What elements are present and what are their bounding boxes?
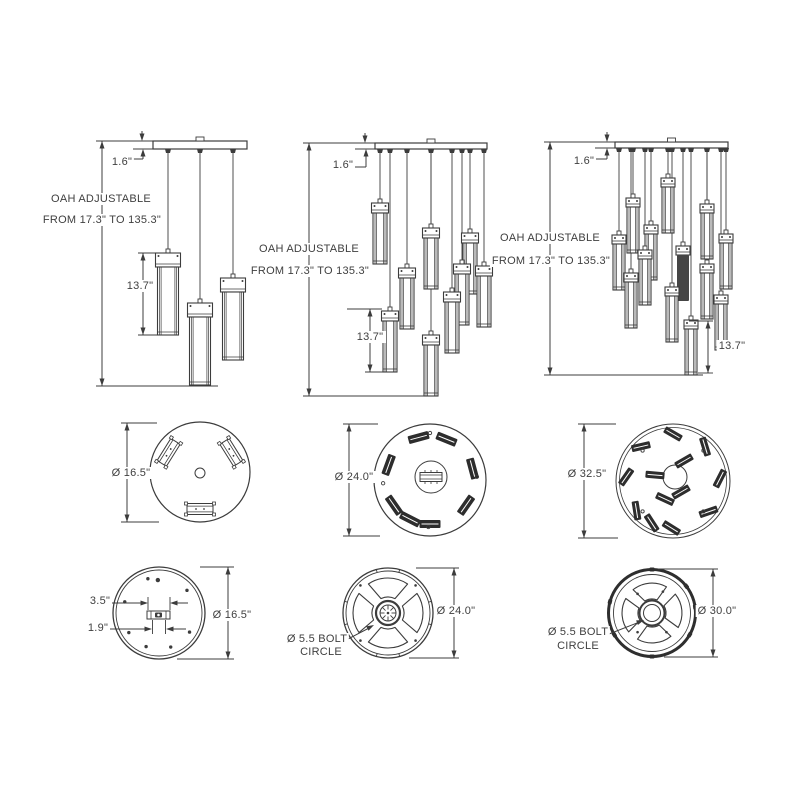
bottom-view-diameter-label-1: Ø 16.5" — [210, 609, 254, 621]
pendant-height-dim-label-1: 13.7" — [124, 280, 156, 292]
bolt-circle-label-line1-2: Ø 5.5 BOLT — [284, 633, 350, 645]
bottom-view-24-0 — [342, 567, 459, 659]
oah-label-line2-2: FROM 17.3" TO 135.3" — [248, 265, 372, 277]
top-view-diameter-label-2: Ø 24.0" — [332, 471, 376, 483]
top-view-32-5 — [578, 423, 731, 539]
top-view-24-0 — [343, 423, 487, 537]
slot-inner-width-dim-label: 1.9" — [85, 622, 111, 634]
oah-label-line1-3: OAH ADJUSTABLE — [498, 232, 602, 244]
pendant-height-dim-label-3: 13.7" — [716, 340, 748, 352]
canopy-height-dim-label-1: 1.6" — [109, 156, 135, 168]
oah-label-line1-1: OAH ADJUSTABLE — [49, 193, 153, 205]
top-view-diameter-label-1: Ø 16.5" — [109, 467, 153, 479]
oah-label-line2-1: FROM 17.3" TO 135.3" — [40, 214, 164, 226]
side-view-9-pendant — [303, 133, 494, 397]
slot-width-dim-label: 3.5" — [87, 595, 113, 607]
bottom-view-diameter-label-3: Ø 30.0" — [695, 605, 739, 617]
bottom-view-diameter-label-2: Ø 24.0" — [434, 605, 478, 617]
oah-label-line2-3: FROM 17.3" TO 135.3" — [489, 255, 613, 267]
bolt-circle-label-line1-3: Ø 5.5 BOLT — [545, 626, 611, 638]
side-view-13-pendant — [544, 132, 734, 376]
oah-label-line1-2: OAH ADJUSTABLE — [257, 243, 361, 255]
pendant-height-dim-label-2: 13.7" — [354, 331, 386, 343]
bolt-circle-label-line2-3: CIRCLE — [555, 640, 601, 652]
top-view-diameter-label-3: Ø 32.5" — [565, 468, 609, 480]
canopy-height-dim-label-3: 1.6" — [571, 155, 597, 167]
canopy-height-dim-label-2: 1.6" — [330, 159, 356, 171]
side-view-3-pendant — [96, 131, 248, 387]
bolt-circle-label-line2-2: CIRCLE — [298, 646, 344, 658]
bottom-view-30-0 — [607, 567, 718, 659]
